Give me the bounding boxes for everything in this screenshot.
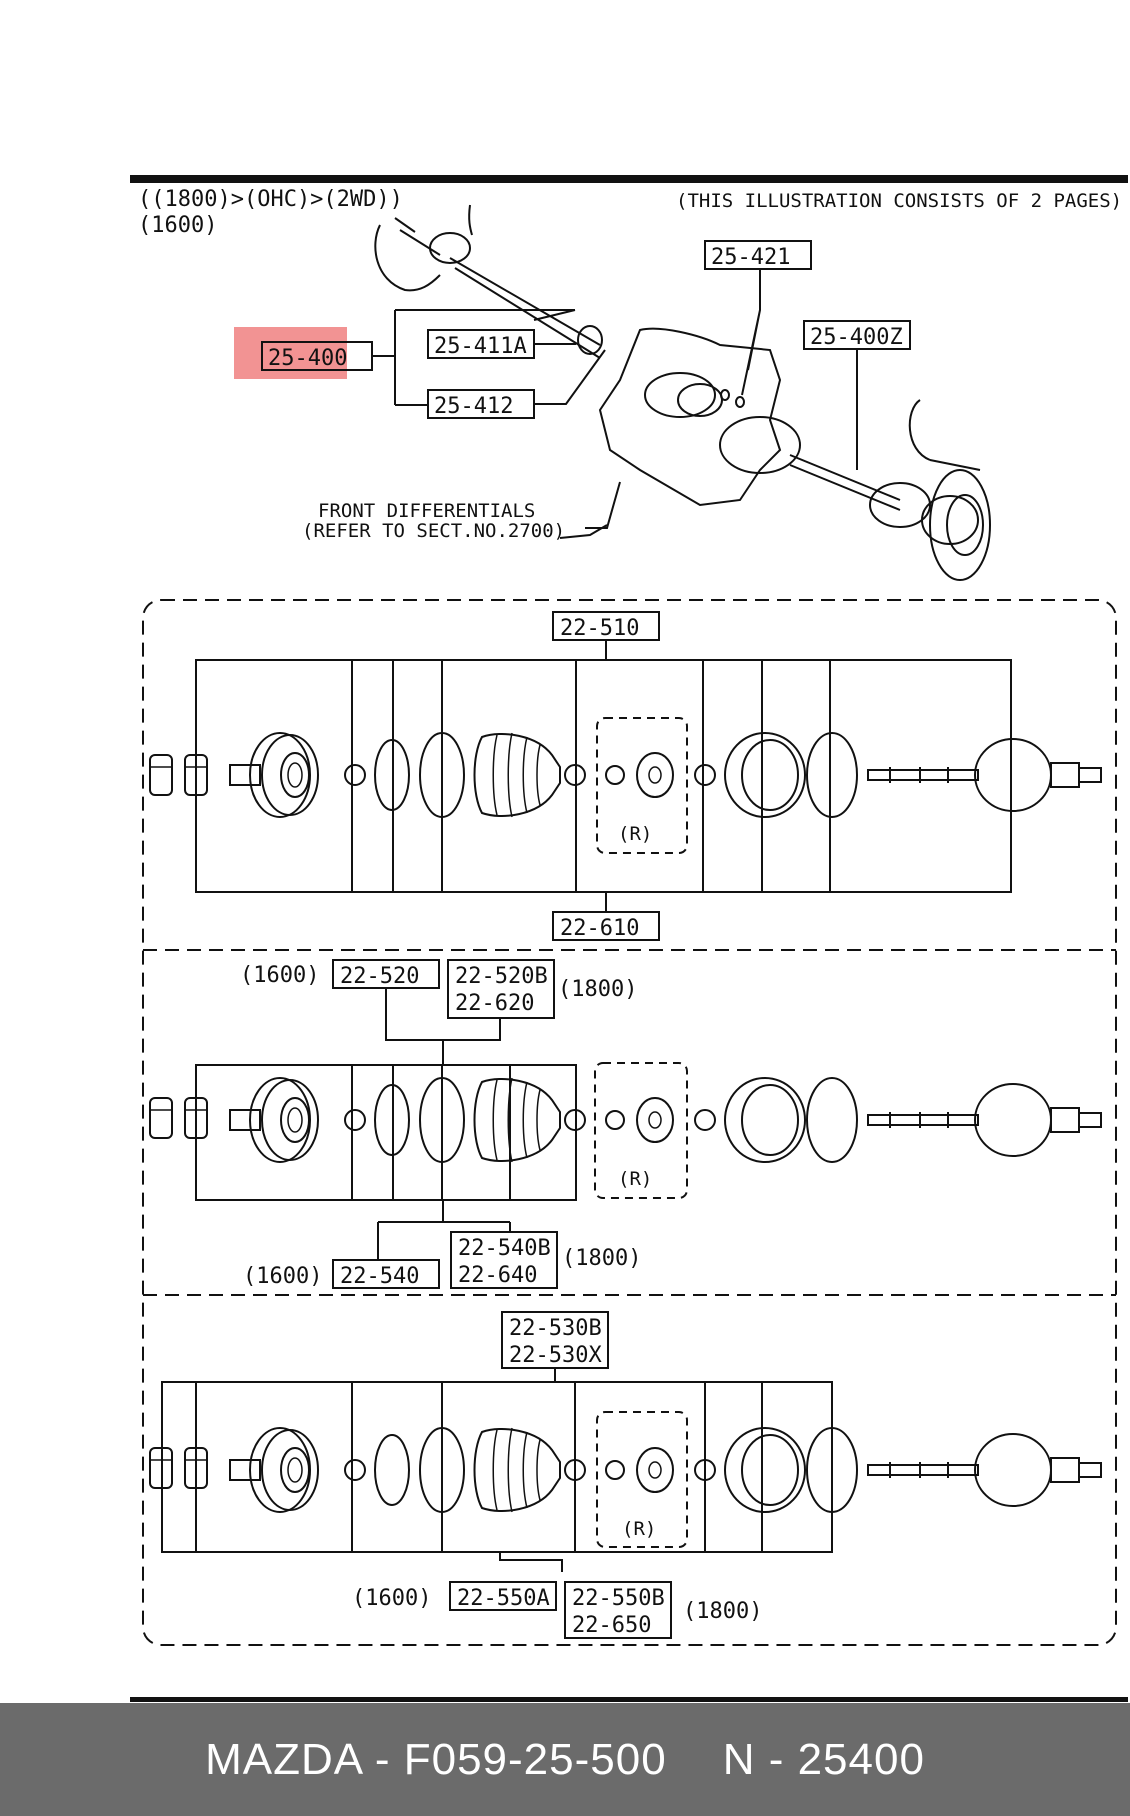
label-22-520b[interactable]: 22-520B bbox=[455, 964, 548, 989]
panel2-r-label: (R) bbox=[618, 1168, 652, 1190]
label-22-620[interactable]: 22-620 bbox=[455, 991, 534, 1016]
label-22-650[interactable]: 22-650 bbox=[572, 1613, 651, 1638]
panel-3: 22-530B 22-530X (R) (1600) 22-55 bbox=[149, 1311, 1102, 1639]
panel3-bot-1800: (1800) bbox=[683, 1599, 762, 1624]
callout-25-400[interactable]: 25-400 bbox=[268, 346, 347, 371]
panel2-bot-1600: (1600) bbox=[243, 1264, 322, 1289]
label-22-510[interactable]: 22-510 bbox=[560, 616, 639, 641]
panel2-bot-1800: (1800) bbox=[562, 1246, 641, 1271]
label-22-550a[interactable]: 22-550A bbox=[457, 1586, 550, 1611]
panel-2: (1600) 22-520 22-520B 22-620 (1800) (R) bbox=[149, 959, 1102, 1289]
label-22-520[interactable]: 22-520 bbox=[340, 964, 419, 989]
header-rule bbox=[130, 175, 1128, 183]
drive-shaft-assembly-drawing bbox=[374, 204, 991, 581]
panel-frame bbox=[142, 599, 1117, 1646]
pages-note: (THIS ILLUSTRATION CONSISTS OF 2 PAGES) bbox=[676, 190, 1122, 212]
panel3-bot-1600: (1600) bbox=[352, 1586, 431, 1611]
panel2-top-1600: (1600) bbox=[240, 963, 319, 988]
label-22-530b[interactable]: 22-530B bbox=[509, 1316, 602, 1341]
label-22-540[interactable]: 22-540 bbox=[340, 1264, 419, 1289]
differential-note-1: FRONT DIFFERENTIALS bbox=[318, 500, 535, 522]
label-22-550b[interactable]: 22-550B bbox=[572, 1586, 665, 1611]
panel-1: 22-510 (R) 22-610 bbox=[149, 611, 1102, 941]
reference-number: N - 25400 bbox=[722, 1734, 925, 1784]
callout-box-25-421 bbox=[704, 240, 812, 270]
panel3-r-label: (R) bbox=[622, 1518, 656, 1540]
panel2-top-1800: (1800) bbox=[558, 977, 637, 1002]
label-22-610[interactable]: 22-610 bbox=[560, 916, 639, 941]
footer-rule bbox=[130, 1697, 1128, 1702]
callout-25-412[interactable]: 25-412 bbox=[434, 394, 513, 419]
brand-part-number: MAZDA - F059-25-500 bbox=[205, 1734, 667, 1784]
differential-note-2: (REFER TO SECT.NO.2700) bbox=[302, 520, 565, 542]
label-22-540b[interactable]: 22-540B bbox=[458, 1236, 551, 1261]
callout-25-411a[interactable]: 25-411A bbox=[434, 334, 527, 359]
config-line: ((1800)>(OHC)>(2WD)) bbox=[138, 187, 403, 212]
panel1-r-label: (R) bbox=[618, 823, 652, 845]
label-22-530x[interactable]: 22-530X bbox=[509, 1343, 602, 1368]
caption-bar: MAZDA - F059-25-500 N - 25400 bbox=[0, 1703, 1130, 1816]
config-line-2: (1600) bbox=[138, 213, 217, 238]
callout-25-421[interactable]: 25-421 bbox=[711, 245, 790, 270]
label-22-640[interactable]: 22-640 bbox=[458, 1263, 537, 1288]
callout-25-400z[interactable]: 25-400Z bbox=[810, 325, 903, 350]
